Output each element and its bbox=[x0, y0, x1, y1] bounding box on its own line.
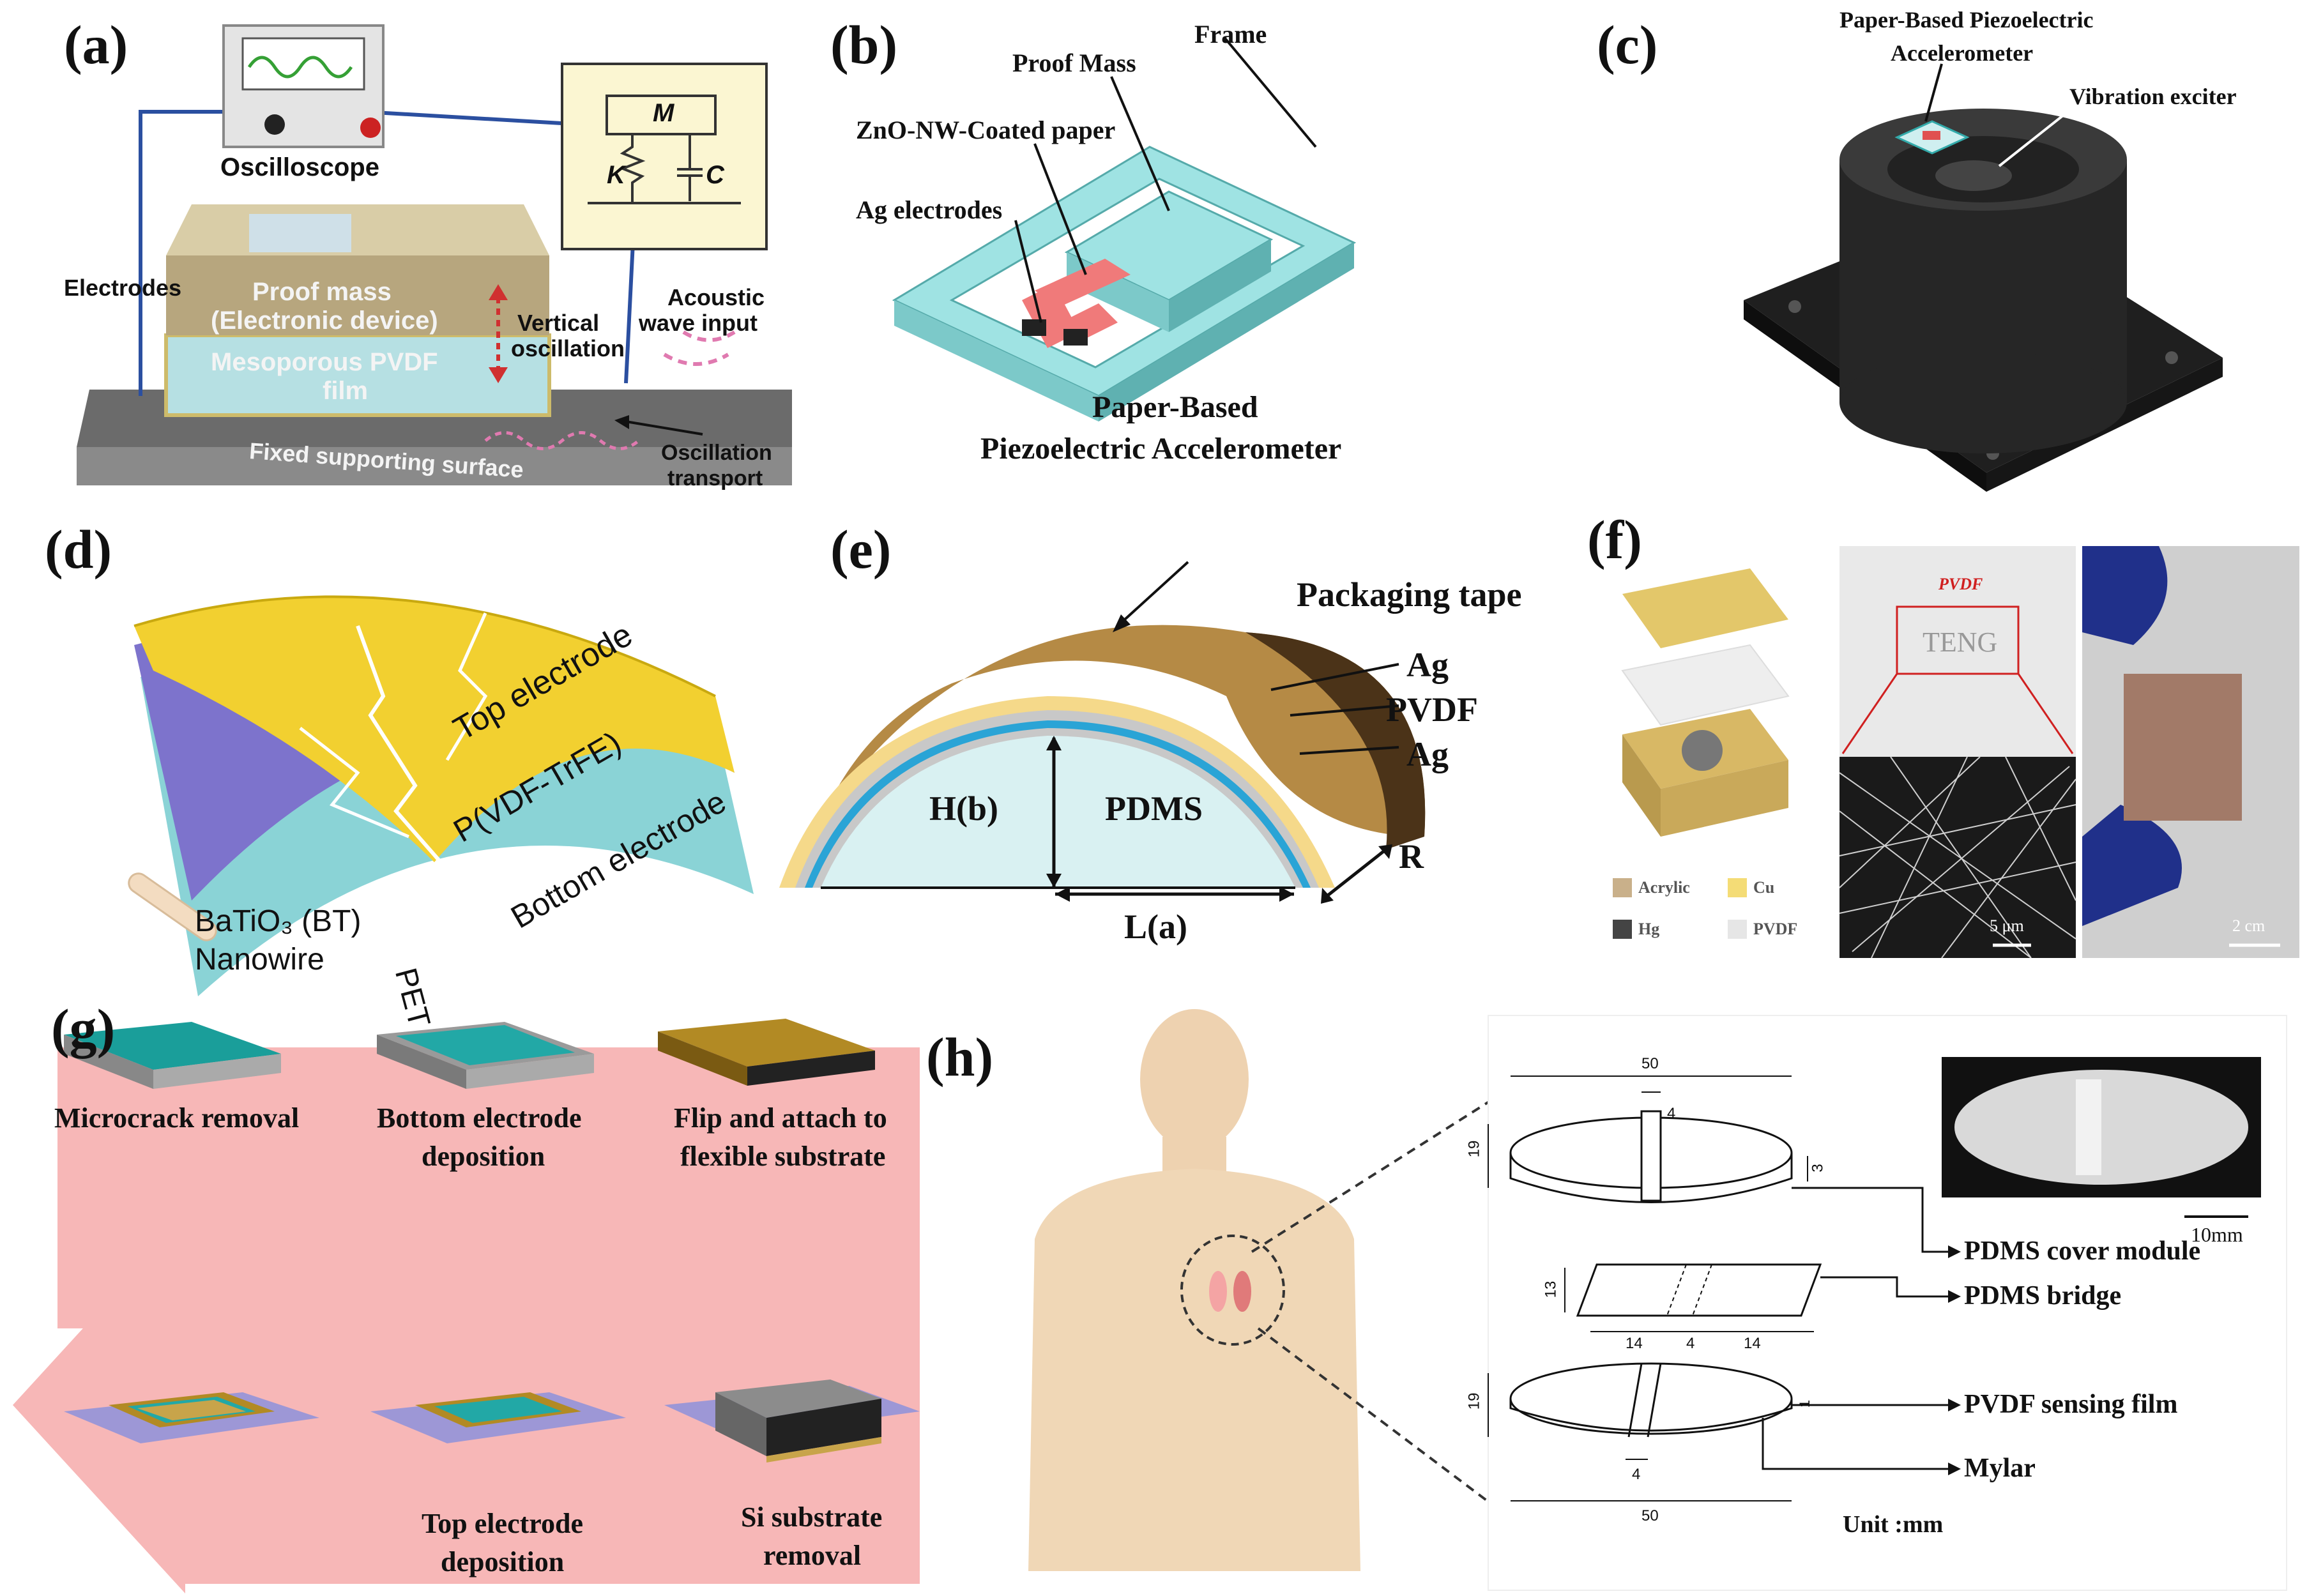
proof-mass-sub-label: (Electronic device) bbox=[211, 307, 438, 335]
film-label: Mesoporous PVDF bbox=[211, 348, 438, 376]
pvdf-sensing-label: PVDF sensing film bbox=[1964, 1390, 2178, 1419]
panel-e: (e) Packaging tape Ag PVDF Ag H(b) PDMS … bbox=[760, 505, 1584, 996]
device-label-line1: Paper-Based Piezoelectric bbox=[1839, 7, 2094, 33]
step-si-removal-2: removal bbox=[763, 1540, 862, 1571]
step-top-electrode: Top electrode bbox=[422, 1508, 583, 1539]
dim-19-bottom: 19 bbox=[1465, 1392, 1483, 1410]
wave-input-label: wave input bbox=[639, 310, 758, 336]
panel-f: (f) PVDF TENG Acrylic Cu Hg PVDF 5 μm 2 … bbox=[1584, 505, 2300, 996]
step-si-removal: Si substrate bbox=[741, 1501, 883, 1533]
panel-label-a: (a) bbox=[64, 14, 128, 75]
panel-label-e: (e) bbox=[830, 519, 892, 580]
step-top-electrode-2: deposition bbox=[441, 1546, 565, 1577]
frame-label: Frame bbox=[1194, 20, 1267, 49]
panel-g: (g) Microcrack removal Bottom electrode … bbox=[0, 996, 926, 1596]
dim-14-right: 14 bbox=[1744, 1335, 1761, 1352]
height-label: H(b) bbox=[929, 789, 998, 828]
mylar-label: Mylar bbox=[1964, 1454, 2036, 1483]
step-flip-attach-2: flexible substrate bbox=[680, 1141, 886, 1172]
vibration-exciter-label: Vibration exciter bbox=[2069, 84, 2237, 109]
pdms-cover-label: PDMS cover module bbox=[1964, 1236, 2201, 1266]
panel-a: (a) Oscilloscope M K C Electrodes Proof … bbox=[0, 0, 805, 505]
panel-b: (b) Frame Proof Mass ZnO-NW-Coated paper… bbox=[811, 0, 1578, 505]
ag-electrodes-label: Ag electrodes bbox=[856, 195, 1003, 224]
device-title-line2: Piezoelectric Accelerometer bbox=[980, 432, 1342, 466]
transport-label: transport bbox=[667, 466, 763, 490]
oscilloscope-label: Oscilloscope bbox=[220, 153, 379, 181]
ag-bottom-label: Ag bbox=[1406, 735, 1449, 773]
pdms-bridge-label: PDMS bridge bbox=[1964, 1281, 2122, 1311]
panel-h: (h) 50 4 19 3 13 14 4 14 19 1 4 50 Unit … bbox=[926, 996, 2300, 1596]
device-label-line2: Accelerometer bbox=[1891, 40, 2034, 66]
electrodes-label: Electrodes bbox=[64, 275, 182, 301]
dim-50-bottom: 50 bbox=[1641, 1507, 1659, 1524]
zno-label: ZnO-NW-Coated paper bbox=[856, 116, 1116, 144]
dim-13: 13 bbox=[1542, 1281, 1560, 1298]
panel-a-illustration bbox=[77, 24, 792, 485]
unit-label: Unit :mm bbox=[1843, 1511, 1944, 1538]
oscillation-transport-label: Oscillation bbox=[661, 441, 772, 465]
dim-4-top: 4 bbox=[1667, 1105, 1676, 1122]
photo-scale-label: 10mm bbox=[2191, 1223, 2243, 1246]
panel-e-illustration bbox=[779, 561, 1426, 904]
panel-b-illustration bbox=[892, 37, 1357, 422]
step-flip-attach: Flip and attach to bbox=[674, 1102, 887, 1134]
panel-label-f: (f) bbox=[1587, 509, 1642, 570]
sem-scale-label: 5 μm bbox=[1990, 916, 2024, 935]
panel-label-d: (d) bbox=[45, 519, 112, 580]
damper-label: C bbox=[706, 161, 724, 189]
dim-1: 1 bbox=[1797, 1399, 1813, 1408]
legend-acrylic: Acrylic bbox=[1638, 878, 1690, 897]
spring-label: K bbox=[607, 161, 625, 189]
nanowire-label: Nanowire bbox=[195, 943, 324, 977]
proof-mass-label: Proof Mass bbox=[1012, 49, 1136, 77]
step-microcrack-removal: Microcrack removal bbox=[54, 1102, 300, 1134]
dim-50-top: 50 bbox=[1641, 1055, 1659, 1072]
teng-photo-label: TENG bbox=[1923, 627, 1998, 658]
pvdf-photo-label: PVDF bbox=[1938, 575, 1983, 593]
legend-cu-swatch bbox=[1728, 878, 1747, 897]
legend-hg-swatch bbox=[1613, 920, 1632, 939]
ag-top-label: Ag bbox=[1406, 646, 1449, 684]
panel-label-h: (h) bbox=[926, 1026, 994, 1088]
dim-4-bottom: 4 bbox=[1632, 1466, 1641, 1483]
oscillation-label: oscillation bbox=[511, 335, 625, 361]
step-bottom-electrode: Bottom electrode bbox=[377, 1102, 582, 1134]
panel-c-illustration bbox=[1744, 63, 2223, 492]
photo-scale-label: 2 cm bbox=[2232, 916, 2266, 935]
length-label: L(a) bbox=[1124, 908, 1187, 946]
radius-label: R bbox=[1399, 837, 1424, 876]
bt-label: BaTiO₃ (BT) bbox=[195, 904, 362, 938]
mass-label: M bbox=[653, 99, 674, 127]
panel-c: (c) Paper-Based Piezoelectric Accelerome… bbox=[1584, 0, 2300, 505]
panel-label-b: (b) bbox=[830, 14, 898, 75]
panel-label-g: (g) bbox=[51, 998, 116, 1059]
legend-pvdf: PVDF bbox=[1753, 920, 1798, 938]
packaging-tape-label: Packaging tape bbox=[1297, 575, 1522, 614]
step-bottom-electrode-2: deposition bbox=[422, 1141, 545, 1172]
pdms-label: PDMS bbox=[1105, 789, 1203, 828]
panel-h-illustration bbox=[1028, 1009, 2287, 1591]
legend-acrylic-swatch bbox=[1613, 878, 1632, 897]
legend-pvdf-swatch bbox=[1728, 920, 1747, 939]
dim-3: 3 bbox=[1809, 1164, 1827, 1173]
legend-cu: Cu bbox=[1753, 878, 1775, 897]
legend-hg: Hg bbox=[1638, 920, 1660, 938]
pvdf-label: PVDF bbox=[1386, 690, 1478, 729]
proof-mass-label: Proof mass bbox=[252, 278, 392, 306]
dim-19-top: 19 bbox=[1465, 1140, 1483, 1158]
panel-label-c: (c) bbox=[1597, 14, 1658, 75]
acoustic-label: Acoustic bbox=[667, 284, 765, 310]
panel-d-illustration bbox=[128, 595, 754, 996]
panel-g-illustration bbox=[13, 1019, 920, 1593]
panel-f-illustration bbox=[1584, 543, 2299, 977]
vertical-label: Vertical bbox=[517, 310, 600, 336]
dim-14-left: 14 bbox=[1626, 1335, 1643, 1352]
device-title-line1: Paper-Based bbox=[1092, 390, 1258, 424]
panel-d: (d) Top electrode P(VDF-TrFE) Bottom ele… bbox=[0, 505, 760, 1031]
film-sub-label: film bbox=[323, 377, 369, 405]
dim-4-mid: 4 bbox=[1686, 1335, 1695, 1352]
